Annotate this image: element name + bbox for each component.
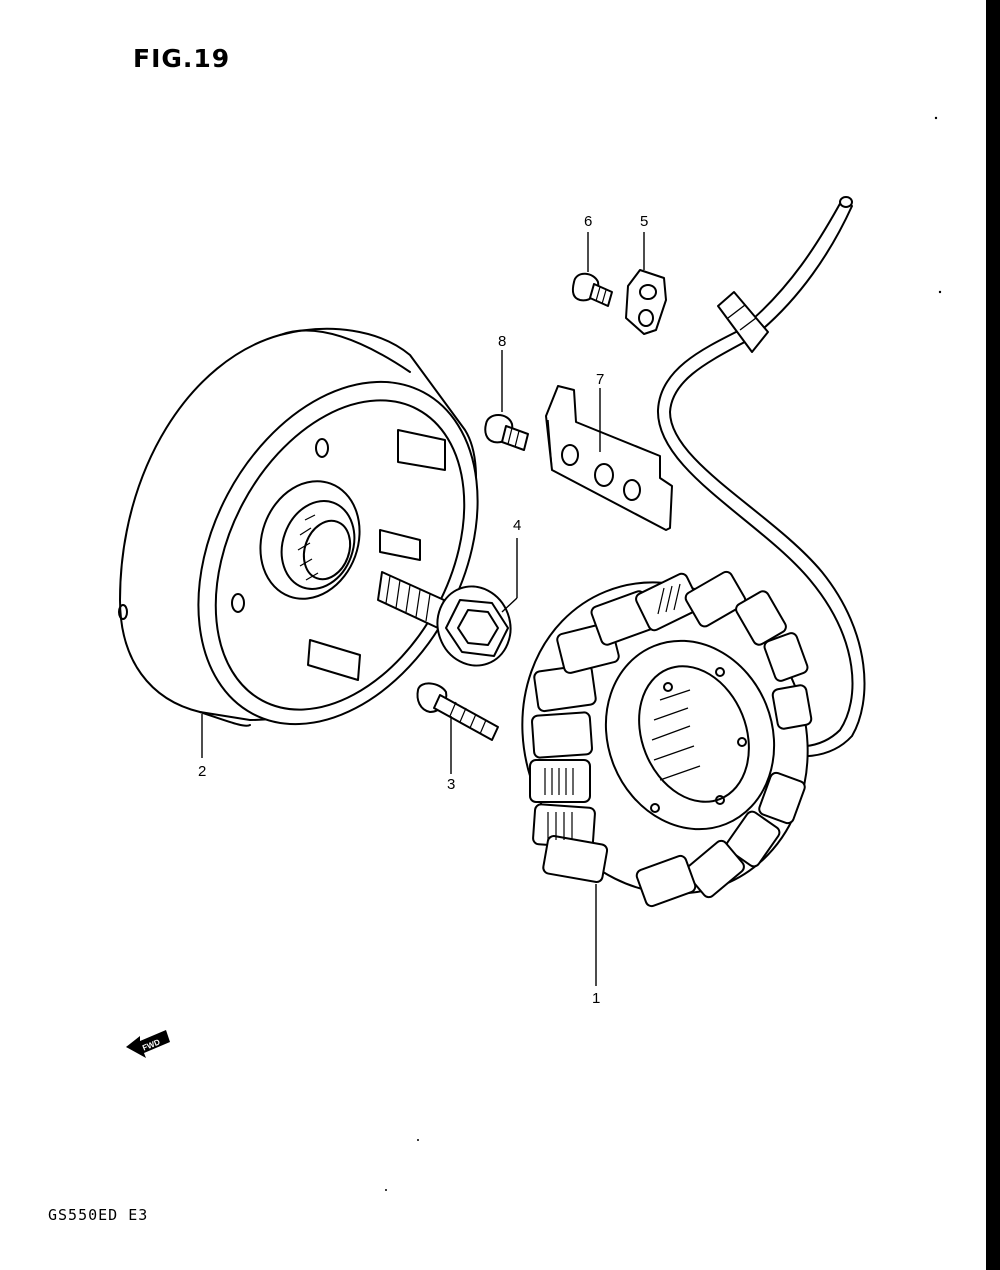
bracket-bolt-part[interactable]: [484, 350, 529, 451]
callout-4: 4: [513, 517, 521, 534]
callout-8: 8: [498, 333, 506, 350]
stator-assembly-part[interactable]: [476, 539, 854, 986]
rotor-part[interactable]: [118, 327, 534, 773]
callout-3: 3: [447, 776, 455, 793]
callout-6: 6: [584, 213, 592, 230]
callout-2: 2: [198, 763, 206, 780]
stator-screw-part[interactable]: [416, 682, 499, 774]
callout-7: 7: [596, 371, 604, 388]
rotor-bolt-part[interactable]: [377, 538, 522, 676]
grommet-screw-part[interactable]: [571, 232, 613, 307]
lead-wire-bracket-part[interactable]: [545, 385, 673, 531]
forward-arrow-icon: FWD: [126, 1030, 170, 1058]
scan-edge-bar: [986, 0, 1000, 1270]
wire-clamp-part[interactable]: [625, 232, 667, 335]
callout-5: 5: [640, 213, 648, 230]
stator-lead-wire: [656, 196, 866, 758]
model-code: GS550ED E3: [48, 1206, 149, 1224]
figure-title: FIG.19: [133, 44, 231, 73]
callout-1: 1: [592, 990, 600, 1007]
